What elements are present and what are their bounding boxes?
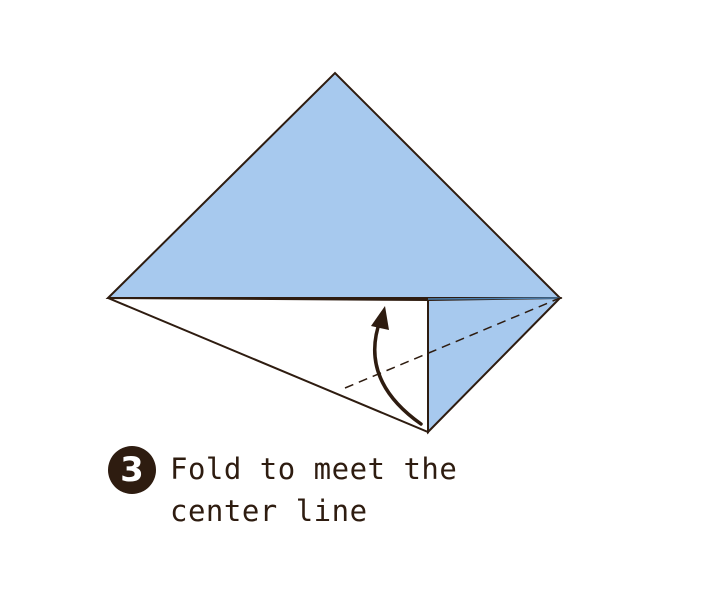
dashed-fold-line	[344, 297, 561, 389]
lower-right-blue-triangle	[427, 296, 563, 435]
curved-fold-arrow-icon	[371, 306, 423, 426]
top-blue-triangle	[105, 71, 563, 299]
step-number-badge: 3	[108, 446, 156, 494]
center-crease-line	[427, 297, 561, 300]
instruction-text: Fold to meet the center line	[170, 452, 458, 528]
